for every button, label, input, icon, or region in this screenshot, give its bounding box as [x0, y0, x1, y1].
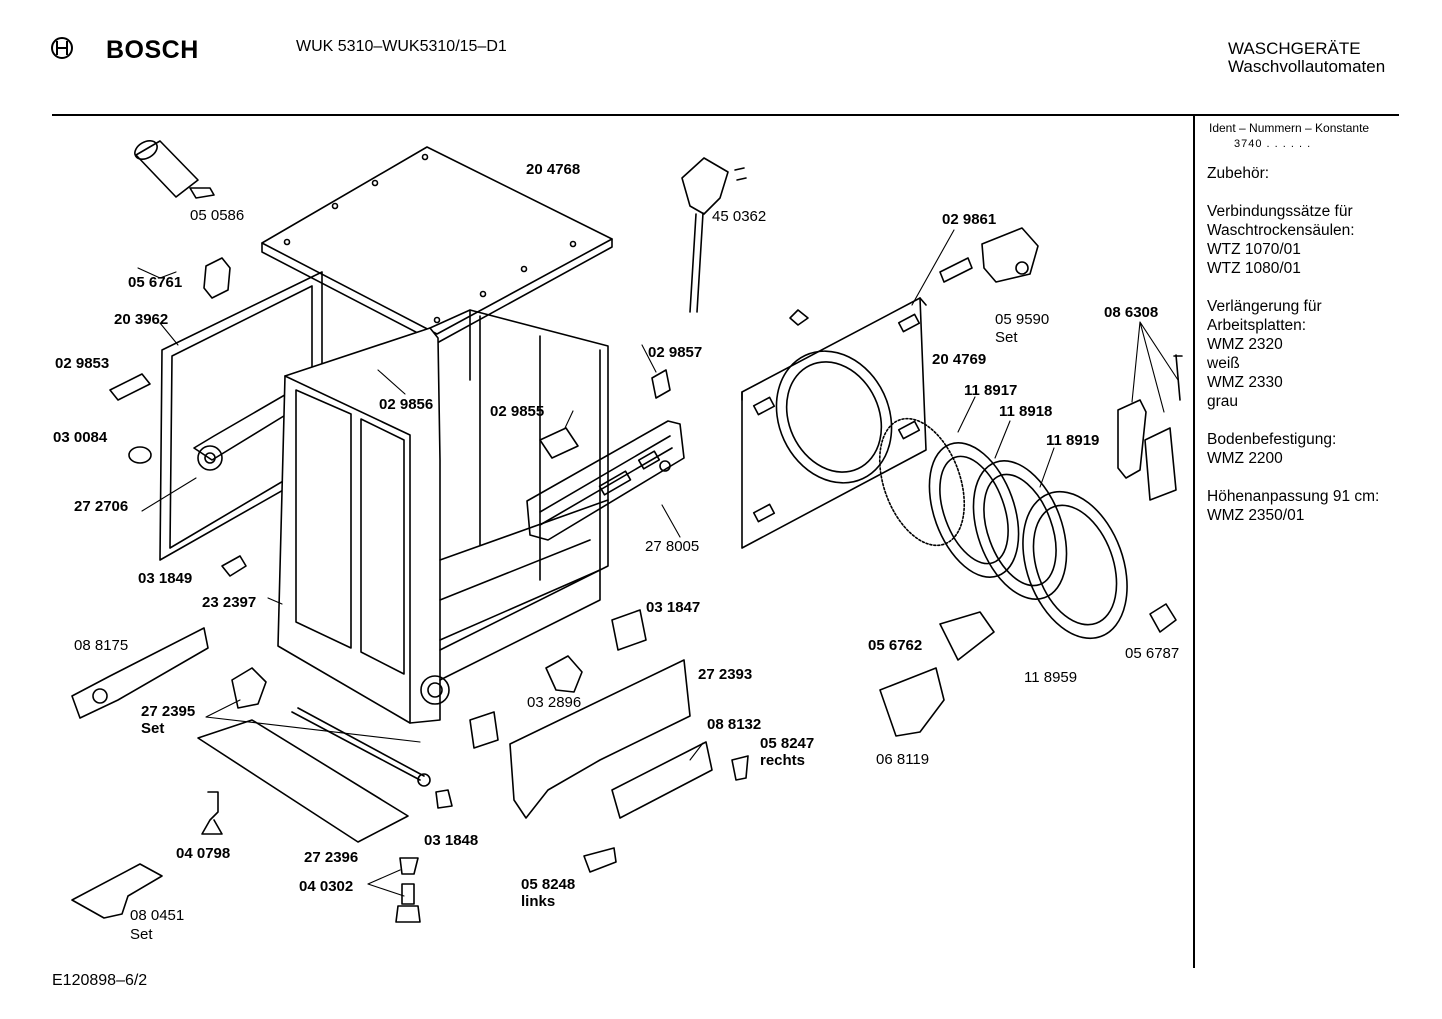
accessory-line: Arbeitsplatten: [1207, 317, 1307, 334]
part-label: 05 6787 [1125, 645, 1180, 662]
accessory-line: WMZ 2350/01 [1207, 507, 1305, 524]
cabinet-drawing [278, 310, 608, 723]
bosch-logo-icon [50, 36, 74, 65]
door-lock-drawing [940, 228, 1038, 282]
accessory-line: WMZ 2330 [1207, 374, 1283, 391]
accessory-line: WTZ 1080/01 [1207, 260, 1301, 277]
part-label: 11 8917 [964, 382, 1018, 399]
part-label: Set [995, 329, 1018, 346]
part-label: 27 2395 [141, 703, 196, 720]
part-label: 02 9853 [55, 355, 110, 372]
part-label: 20 4769 [932, 351, 987, 368]
inlet-valve-drawing [132, 137, 214, 198]
ident-value: 3740 . . . . . . [1234, 138, 1312, 150]
part-label: 11 8918 [999, 403, 1053, 420]
part-label: 05 6762 [868, 637, 923, 654]
small-parts-drawing [72, 258, 1176, 922]
category-title: WASCHGERÄTE [1228, 39, 1361, 58]
part-label: 45 0362 [712, 208, 767, 225]
part-label: links [521, 893, 556, 910]
part-label: 20 4768 [526, 161, 581, 178]
accessory-line: grau [1207, 393, 1239, 410]
sidebar-divider [1193, 116, 1195, 968]
part-label: 02 9861 [942, 211, 997, 228]
accessory-line: Verlängerung für [1207, 298, 1322, 315]
part-label: 02 9857 [648, 344, 703, 361]
part-label: 08 6308 [1104, 304, 1159, 321]
ident-label: Ident – Nummern – Konstante [1209, 121, 1370, 135]
part-label: 08 8175 [74, 637, 129, 654]
part-label: 27 2706 [74, 498, 129, 515]
document-code: E120898–6/2 [52, 972, 148, 989]
brand-name: BOSCH [106, 36, 199, 64]
accessory-line: WMZ 2320 [1207, 336, 1283, 353]
part-label: 05 6761 [128, 274, 183, 291]
header-divider [52, 114, 1399, 116]
part-label: 02 9855 [490, 403, 545, 420]
part-label: 03 1849 [138, 570, 193, 587]
part-label: 03 1847 [646, 599, 701, 616]
accessory-line: WTZ 1070/01 [1207, 241, 1301, 258]
part-label: 08 0451 [130, 907, 185, 924]
model-title: WUK 5310–WUK5310/15–D1 [296, 38, 507, 55]
part-label: 27 8005 [645, 538, 700, 555]
accessory-line: WMZ 2200 [1207, 450, 1283, 467]
part-label: Set [141, 720, 165, 737]
accessory-line: Bodenbefestigung: [1207, 431, 1337, 448]
accessory-line: Höhenanpassung 91 cm: [1207, 488, 1380, 505]
part-label: 03 1848 [424, 832, 479, 849]
part-label: 27 2396 [304, 849, 359, 866]
hinge-drawing [1118, 355, 1182, 500]
accessory-line: weiß [1207, 355, 1240, 372]
part-label: 03 0084 [53, 429, 108, 446]
part-label: 23 2397 [202, 594, 257, 611]
front-panel-drawing [742, 298, 926, 548]
part-label: 11 8959 [1024, 669, 1078, 686]
part-label: 11 8919 [1046, 432, 1100, 449]
accessory-line: Waschtrockensäulen: [1207, 222, 1355, 239]
part-label: 04 0302 [299, 878, 354, 895]
door-seal-drawing [864, 407, 1146, 653]
accessory-line: Verbindungssätze für [1207, 203, 1353, 220]
part-label: 05 8248 [521, 876, 576, 893]
part-label: 02 9856 [379, 396, 434, 413]
part-label: 06 8119 [876, 751, 930, 768]
part-label: 08 8132 [707, 716, 762, 733]
power-plug-drawing [682, 158, 746, 312]
part-label: Set [130, 926, 153, 943]
accessory-line: Zubehör: [1207, 165, 1270, 182]
part-label: rechts [760, 752, 806, 769]
control-panel-drawing [527, 421, 684, 540]
part-label: 05 8247 [760, 735, 815, 752]
subcategory-title: Waschvollautomaten [1228, 57, 1386, 76]
part-label: 04 0798 [176, 845, 231, 862]
part-label: 27 2393 [698, 666, 753, 683]
part-label: 20 3962 [114, 311, 169, 328]
part-label: 05 0586 [190, 207, 245, 224]
part-label: 05 9590 [995, 311, 1050, 328]
part-label: 03 2896 [527, 694, 582, 711]
